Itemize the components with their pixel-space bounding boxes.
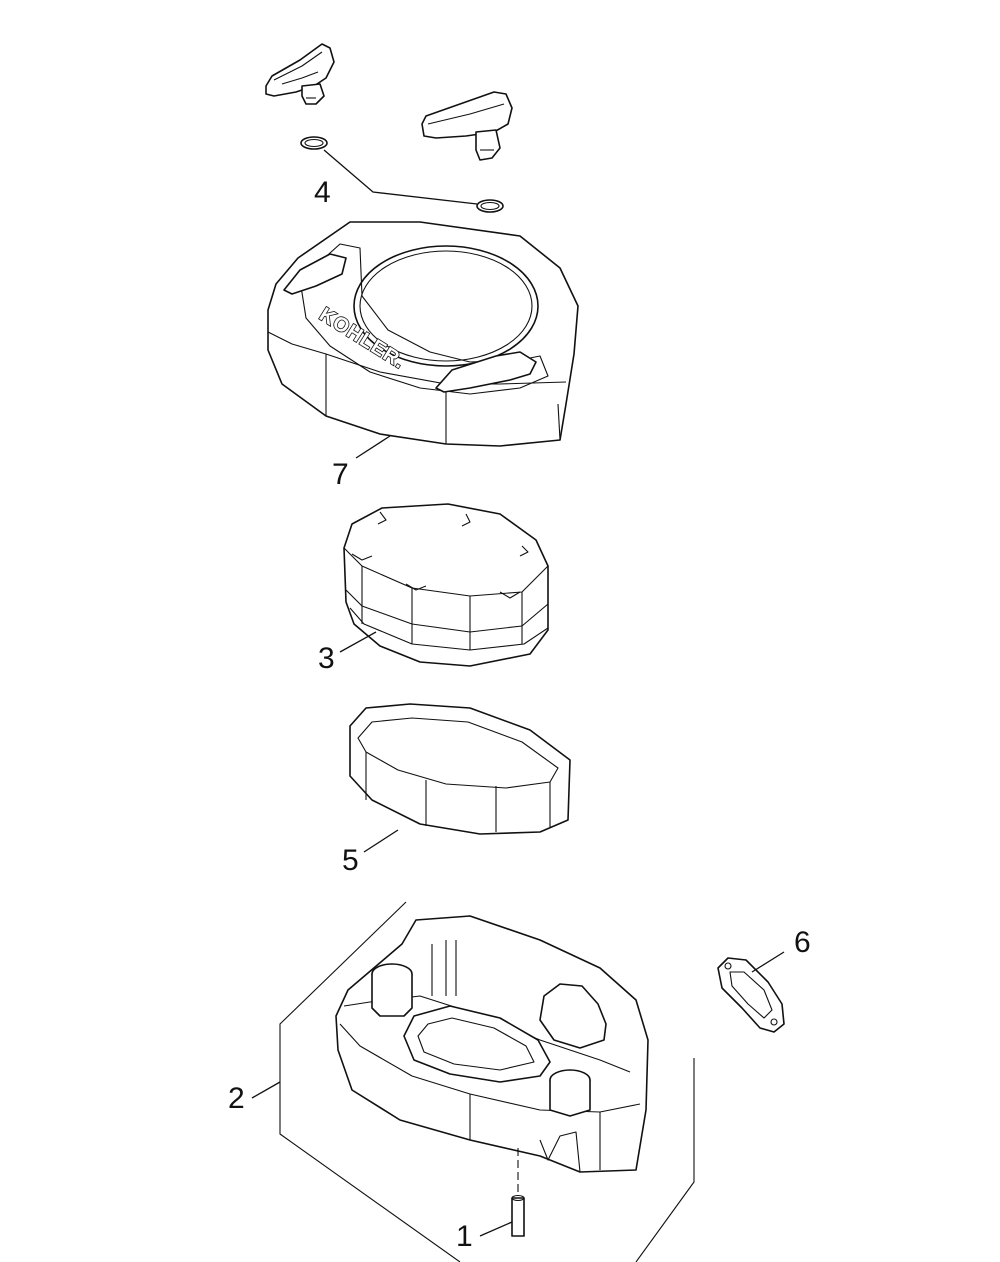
- callout-1: 1: [456, 1220, 473, 1253]
- pin: [511, 1194, 525, 1237]
- filter-element: [343, 503, 549, 667]
- callout-3-leader: [339, 631, 377, 653]
- callout-5: 5: [342, 844, 359, 877]
- callout-7-leader: [355, 435, 391, 459]
- seal-ring-right: [476, 199, 504, 213]
- callout-6-leader: [751, 951, 785, 973]
- callout-7: 7: [332, 458, 349, 491]
- callout-2-leader: [251, 1081, 281, 1099]
- callout-4-leader: [323, 149, 478, 205]
- cover: KOHLER.: [267, 221, 579, 447]
- gasket: [717, 957, 785, 1033]
- seal-ring-left: [300, 136, 328, 150]
- callout-6: 6: [794, 926, 811, 959]
- base-bracket-right: [635, 1058, 695, 1262]
- knob-right: [421, 91, 513, 161]
- base-assembly: [335, 915, 649, 1173]
- knob-left: [265, 43, 335, 105]
- precleaner: [349, 703, 571, 835]
- callout-4: 4: [314, 176, 331, 209]
- callout-3: 3: [318, 642, 335, 675]
- callout-1-leader: [479, 1221, 513, 1237]
- callout-5-leader: [363, 829, 399, 853]
- base-bracket: [279, 901, 461, 1262]
- callout-2: 2: [228, 1082, 245, 1115]
